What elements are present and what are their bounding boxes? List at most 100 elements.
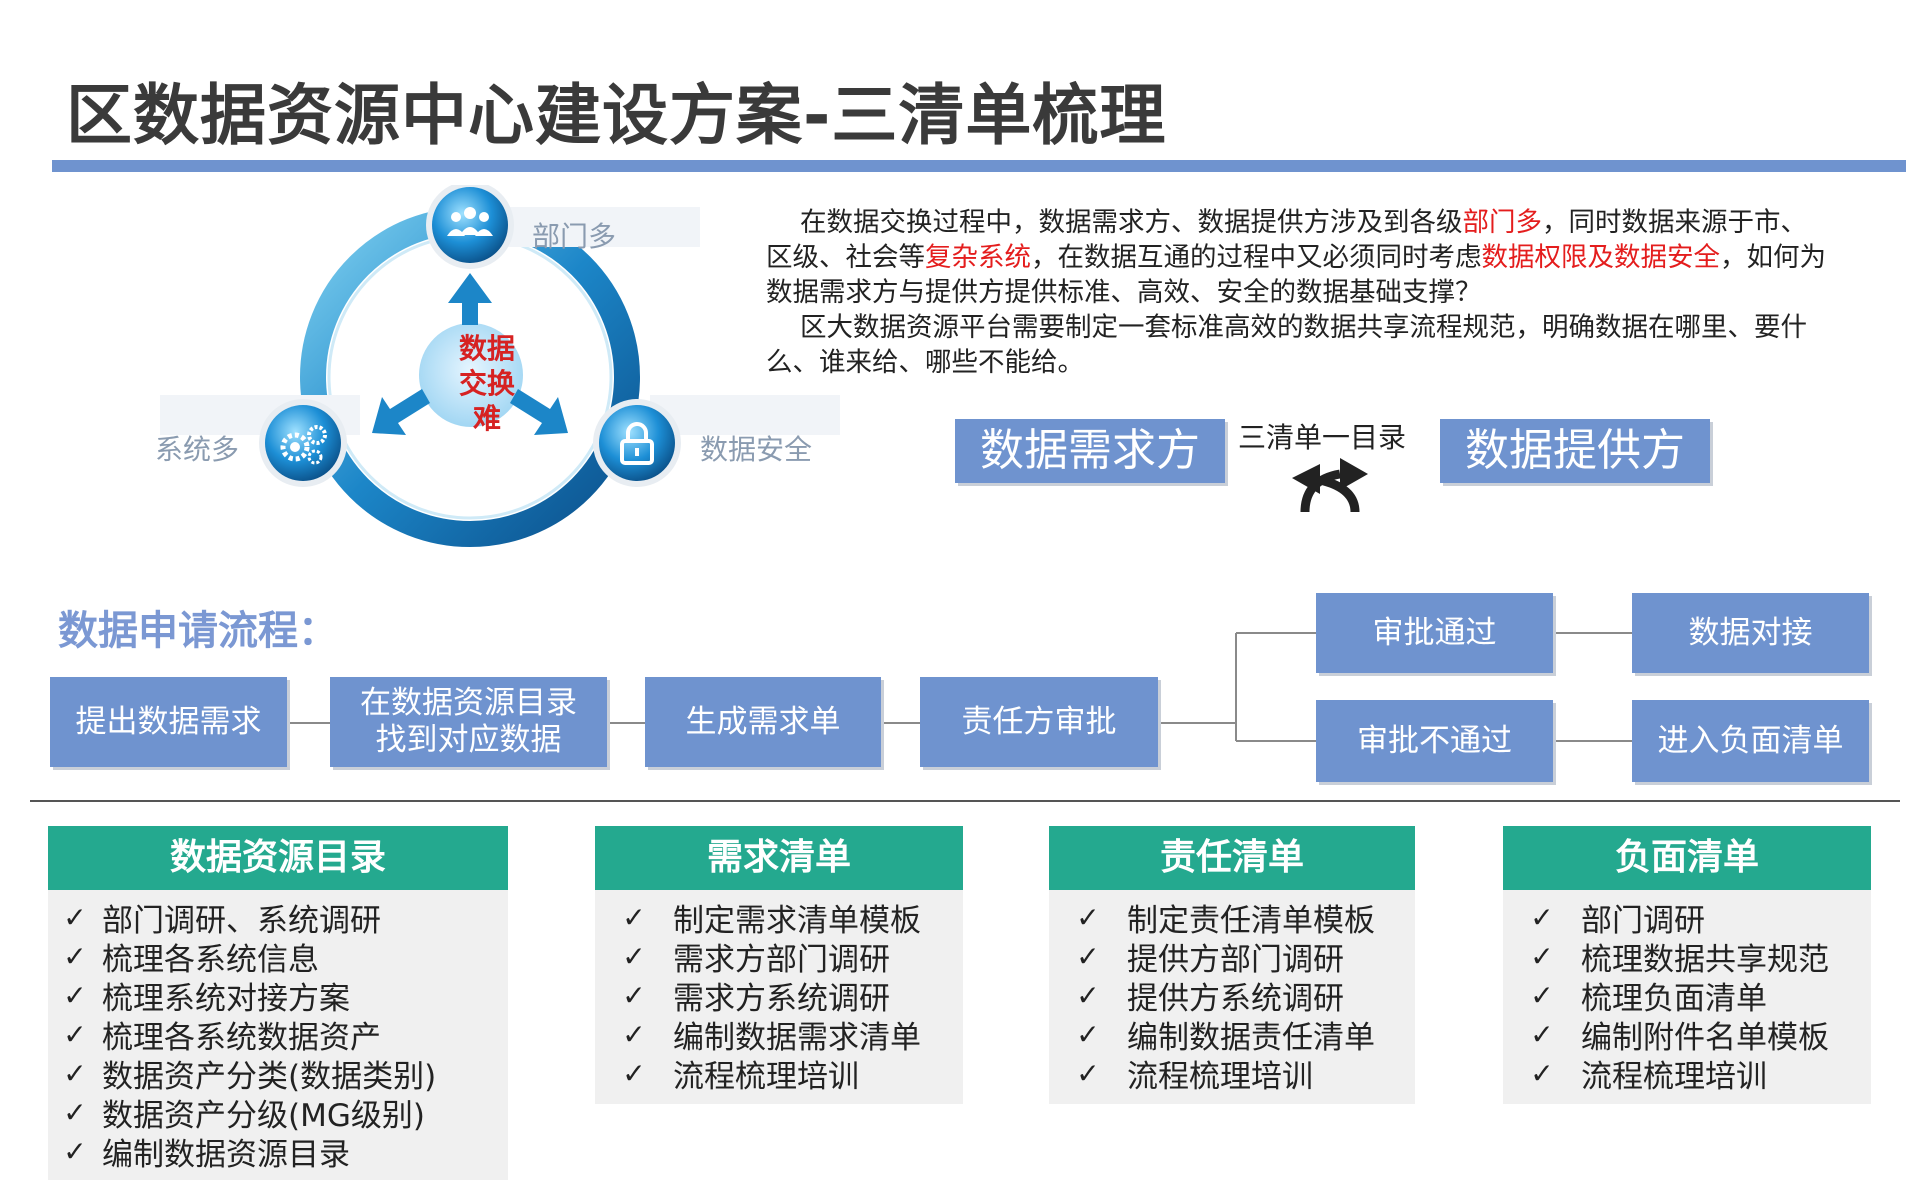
cycle-diagram: 部门多 系统多 数据安全 数据 交换 难 <box>120 185 840 565</box>
desc-seg-0: 在数据交换过程中，数据需求方、数据提供方涉及到各级 <box>800 207 1463 238</box>
check-icon: ✓ <box>622 901 646 934</box>
list-item: ✓ 梳理系统对接方案 <box>48 976 508 1017</box>
check-icon: ✓ <box>63 901 87 934</box>
check-icon: ✓ <box>1530 940 1554 973</box>
cycle-graphic <box>160 185 840 547</box>
list-item-text: 编制数据责任清单 <box>1127 1020 1375 1056</box>
list-item-text: 制定需求清单模板 <box>673 903 921 939</box>
list-item-text: 流程梳理培训 <box>1581 1059 1767 1095</box>
flow-step-owner-approval: 责任方审批 <box>920 677 1158 767</box>
desc-seg-4: ，在数据互通的过程中又必须同时考虑 <box>1031 242 1482 273</box>
check-icon: ✓ <box>622 940 646 973</box>
check-icon: ✓ <box>1076 1018 1100 1051</box>
list-item: ✓ 部门调研、系统调研 <box>48 898 508 939</box>
flow-approved: 审批通过 <box>1316 593 1553 673</box>
list-item-text: 需求方系统调研 <box>673 981 890 1017</box>
check-icon: ✓ <box>622 979 646 1012</box>
check-icon: ✓ <box>63 1057 87 1090</box>
list-item: ✓梳理各系统信息 <box>48 937 508 978</box>
list-item: ✓数据资产分级(MG级别) <box>48 1093 508 1134</box>
list-item-text: 制定责任清单模板 <box>1127 903 1375 939</box>
list-item-text: 编制数据需求清单 <box>673 1020 921 1056</box>
center-line-1: 数据 <box>458 332 515 365</box>
flow-step-find-data: 在数据资源目录 找到对应数据 <box>330 677 607 767</box>
list-item-text: 流程梳理培训 <box>673 1059 859 1095</box>
list-item: ✓ 流程梳理培训 <box>1503 1054 1871 1095</box>
list-item-text: 梳理负面清单 <box>1581 981 1767 1017</box>
list-item-text: 梳理各系统信息 <box>102 942 319 978</box>
check-icon: ✓ <box>63 1018 87 1051</box>
check-icon: ✓ <box>622 1018 646 1051</box>
list-item: ✓ 制定需求清单模板 <box>595 898 963 939</box>
check-icon: ✓ <box>1530 979 1554 1012</box>
supply-side-box: 数据提供方 <box>1440 419 1710 483</box>
check-icon: ✓ <box>1530 1018 1554 1051</box>
cycle-label-security: 数据安全 <box>700 433 813 466</box>
flow-step-submit-request: 提出数据需求 <box>50 677 287 767</box>
flow-negative-list: 进入负面清单 <box>1632 700 1869 782</box>
list-items: ✓ 制定需求清单模板 ✓ 需求方部门调研 ✓ 需求方系统调研 ✓ 编制数据需求清单 ✓ 流… <box>595 890 963 1099</box>
list-item: ✓数据资产分类(数据类别) <box>48 1054 508 1095</box>
description-paragraph-2: 区大数据资源平台需要制定一套标准高效的数据共享流程规范，明确数据在哪里、要什么、… <box>766 312 1807 378</box>
check-icon: ✓ <box>1076 940 1100 973</box>
page-title: 区数据资源中心建设方案-三清单梳理 <box>66 77 1167 154</box>
band-right <box>650 395 840 435</box>
gears-icon <box>280 425 327 465</box>
list-header: 需求清单 <box>595 826 963 890</box>
list-item-text: 流程梳理培训 <box>1127 1059 1313 1095</box>
check-icon: ✓ <box>1076 979 1100 1012</box>
exchange-arrows-icon <box>1292 458 1368 513</box>
list-items: ✓ 部门调研 ✓梳理数据共享规范 ✓ 梳理负面清单 ✓ 编制附件名单模板 ✓ 流程梳理培… <box>1503 890 1871 1099</box>
check-icon: ✓ <box>1530 1057 1554 1090</box>
flow-data-integration: 数据对接 <box>1632 593 1869 673</box>
check-icon: ✓ <box>63 1096 87 1129</box>
check-icon: ✓ <box>1530 901 1554 934</box>
people-group-icon <box>447 207 493 236</box>
band-top <box>500 207 700 247</box>
list-item-text: 需求方部门调研 <box>673 942 890 978</box>
list-card-resource-catalog: 数据资源目录 ✓部门调研、系统调研 ✓梳理各系统信息 ✓梳理系统对接方案 ✓梳理… <box>48 826 508 1180</box>
list-item-text: 提供方部门调研 <box>1127 942 1344 978</box>
check-icon: ✓ <box>1076 1057 1100 1090</box>
list-card-demand: 需求清单 ✓ 制定需求清单模板 ✓ 需求方部门调研 ✓ 需求方系统调研 ✓ 编制数据需求… <box>595 826 963 1104</box>
list-header: 负面清单 <box>1503 826 1871 890</box>
check-icon: ✓ <box>1076 901 1100 934</box>
list-card-responsibility: 责任清单 ✓制定责任清单模板 ✓提供方部门调研 ✓提供方系统调研 ✓编制数据责任… <box>1049 826 1415 1104</box>
check-icon: ✓ <box>63 1135 87 1168</box>
list-items: ✓部门调研、系统调研 ✓梳理各系统信息 ✓梳理系统对接方案 ✓梳理各系统数据资产… <box>48 890 508 1177</box>
desc-highlight-security: 数据权限及数据安全 <box>1481 242 1721 273</box>
list-item: ✓ 制定责任清单模板 <box>1049 898 1415 939</box>
exchange-label: 三清单一目录 <box>1238 421 1407 454</box>
list-item: ✓ 编制数据需求清单 <box>595 1015 963 1056</box>
list-item-text: 梳理各系统数据资产 <box>102 1020 381 1056</box>
flow-title: 数据申请流程： <box>58 608 338 654</box>
description-text: 在数据交换过程中，数据需求方、数据提供方涉及到各级部门多，同时数据来源于市、区级… <box>766 205 1831 380</box>
center-line-2: 交换 <box>458 367 515 400</box>
desc-highlight-departments: 部门多 <box>1462 207 1543 238</box>
list-header: 数据资源目录 <box>48 826 508 890</box>
list-item-text: 提供方系统调研 <box>1127 981 1344 1017</box>
section-divider <box>30 800 1900 802</box>
list-item-text: 部门调研 <box>1581 903 1705 939</box>
list-item: ✓ 编制附件名单模板 <box>1503 1015 1871 1056</box>
list-item: ✓梳理数据共享规范 <box>1503 937 1871 978</box>
desc-seg-6: ，如何为数据需求方与提供方提供标准、高效、安全的数据基础支撑？ <box>766 242 1826 308</box>
list-item: ✓ 提供方系统调研 <box>1049 976 1415 1017</box>
list-item: ✓ 提供方部门调研 <box>1049 937 1415 978</box>
list-item: ✓ 梳理各系统数据资产 <box>48 1015 508 1056</box>
list-item-text: 梳理系统对接方案 <box>102 981 350 1017</box>
flow-rejected: 审批不通过 <box>1316 700 1553 782</box>
cycle-label-systems: 系统多 <box>155 433 240 466</box>
list-items: ✓ 制定责任清单模板 ✓ 提供方部门调研 ✓ 提供方系统调研 ✓ 编制数据责任清单 ✓ 流… <box>1049 890 1415 1099</box>
list-item-text: 编制附件名单模板 <box>1581 1020 1829 1056</box>
list-item: ✓ 部门调研 <box>1503 898 1871 939</box>
list-item: ✓ 需求方部门调研 <box>595 937 963 978</box>
list-item: ✓ 梳理负面清单 <box>1503 976 1871 1017</box>
list-item-text: 部门调研、系统调研 <box>102 903 381 939</box>
list-item: ✓ 流程梳理培训 <box>1049 1054 1415 1095</box>
desc-seg-2: ，同时数据来源于市、区级、社会等 <box>766 207 1807 273</box>
title-underline-bar <box>52 160 1906 172</box>
cycle-center-text: 数据 交换 难 <box>432 331 542 436</box>
check-icon: ✓ <box>63 979 87 1012</box>
